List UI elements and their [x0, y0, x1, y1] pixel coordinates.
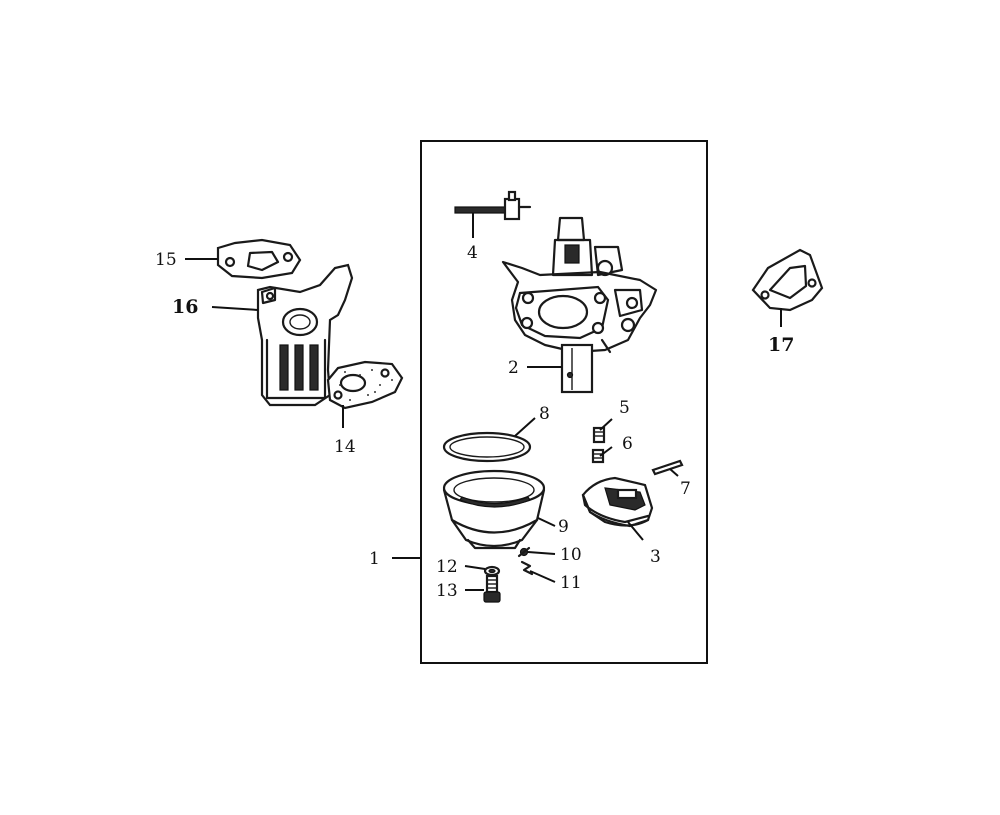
- part-16-insulator-spacer: [256, 263, 354, 407]
- callout-11: 11: [560, 573, 582, 593]
- leader-11: [529, 570, 556, 583]
- leader-lines: [185, 213, 782, 591]
- callout-14: 14: [334, 437, 356, 457]
- part-7-float-pin: [651, 459, 684, 476]
- part-17-gasket: [751, 248, 824, 312]
- part-3-float: [581, 476, 654, 528]
- part-9-float-bowl: [442, 469, 546, 550]
- part-11-spring: [520, 560, 534, 576]
- leader-9: [537, 517, 556, 527]
- callout-13: 13: [436, 581, 458, 601]
- callout-5: 5: [619, 398, 630, 418]
- part-12-washer: [483, 565, 501, 577]
- callout-15: 15: [155, 250, 177, 270]
- callout-2: 2: [508, 358, 519, 378]
- leader-6: [599, 446, 613, 457]
- leader-12: [464, 565, 486, 570]
- part-14-gasket: [326, 360, 404, 410]
- part-15-gasket: [216, 238, 302, 280]
- part-5-main-jet: [592, 426, 606, 444]
- callout-17: 17: [768, 334, 794, 356]
- leader-7: [669, 468, 679, 477]
- callout-16: 16: [172, 296, 198, 318]
- carburetor-assembly-box: [420, 140, 708, 664]
- callout-12: 12: [436, 557, 458, 577]
- callout-4: 4: [467, 243, 478, 263]
- callout-7: 7: [680, 479, 691, 499]
- callout-1: 1: [369, 549, 380, 569]
- part-8-float-bowl-gasket: [442, 431, 532, 463]
- leader-3: [627, 521, 644, 541]
- callout-9: 9: [558, 517, 569, 537]
- callout-10: 10: [560, 545, 582, 565]
- callout-6: 6: [622, 434, 633, 454]
- leader-5: [599, 418, 613, 431]
- leader-8: [514, 417, 536, 437]
- callout-8: 8: [539, 404, 550, 424]
- callout-3: 3: [650, 547, 661, 567]
- part-4-choke-lever: [454, 190, 532, 221]
- part-2-carburetor-body: [501, 216, 658, 394]
- part-13-drain-bolt: [483, 574, 501, 603]
- leader-10: [527, 551, 556, 555]
- part-10-screw: [517, 546, 531, 558]
- leader-16: [211, 306, 259, 311]
